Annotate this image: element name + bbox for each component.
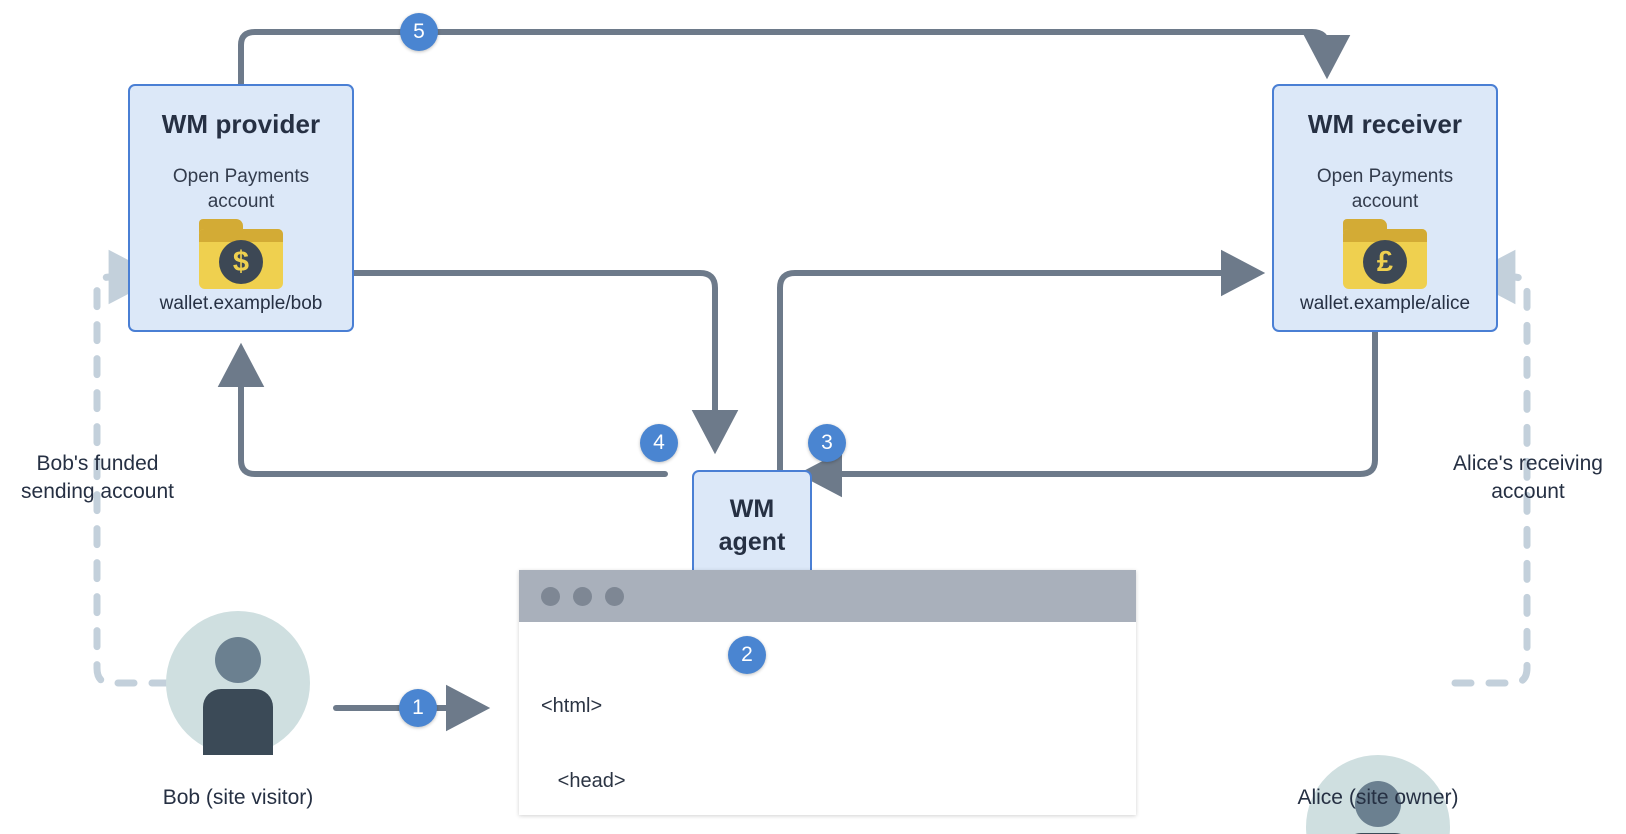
- step-badge-5: 5: [400, 13, 438, 51]
- bob-label: Bob (site visitor): [162, 786, 314, 809]
- bob-account-note: Bob's funded sending account: [0, 450, 195, 506]
- arrow-receiver-to-agent: [797, 322, 1378, 498]
- wm-agent-box[interactable]: WM agent: [692, 470, 812, 582]
- wm-receiver-title: WM receiver: [1307, 109, 1463, 139]
- wm-provider-box[interactable]: WM provider Open Payments account $ wall…: [128, 84, 354, 332]
- avatar-bob: [166, 611, 310, 755]
- step-badge-2: 2: [728, 636, 766, 674]
- avatar-head: [1355, 781, 1401, 827]
- folder-lip: [1343, 229, 1427, 242]
- alice-account-note: Alice's receiving account: [1430, 450, 1626, 506]
- step-badge-3: 3: [808, 424, 846, 462]
- wm-agent-label: WM agent: [719, 493, 786, 559]
- step-badge-1: 1: [399, 689, 437, 727]
- open-payments-folder-icon: $: [199, 219, 283, 289]
- wm-receiver-box[interactable]: WM receiver Open Payments account £ wall…: [1272, 84, 1498, 332]
- wm-provider-url: wallet.example/bob: [159, 293, 323, 314]
- code-line: <head>: [541, 770, 626, 792]
- alice-note-line2: account: [1491, 480, 1565, 503]
- wm-agent-label-line1: WM: [729, 495, 775, 523]
- alice-note-line1: Alice's receiving: [1453, 452, 1603, 475]
- arrow-step-3: [777, 249, 1266, 473]
- pound-coin-icon: £: [1363, 240, 1407, 284]
- code-line: <html>: [541, 695, 603, 717]
- wm-receiver-subtitle: Open Payments account: [1274, 164, 1496, 214]
- avatar-head: [215, 637, 261, 683]
- bob-note-line1: Bob's funded: [36, 452, 159, 475]
- dashed-alice-account: [1451, 249, 1531, 687]
- page-source-code: <html> <head> <link rel="monetization" h…: [519, 622, 1136, 834]
- avatar-torso: [203, 689, 273, 755]
- dollar-coin-icon: $: [219, 240, 263, 284]
- wm-agent-label-line2: agent: [718, 528, 786, 556]
- browser-dot-close-icon[interactable]: [541, 586, 560, 606]
- alice-label: Alice (site owner): [1297, 786, 1459, 809]
- wm-receiver-subtitle-line1: Open Payments: [1316, 166, 1454, 187]
- arrow-step-4: [285, 270, 739, 455]
- wm-provider-title: WM provider: [161, 109, 321, 139]
- arrow-agent-to-provider: [217, 342, 668, 477]
- wm-receiver-subtitle-line2: account: [1351, 191, 1419, 212]
- step-badge-4: 4: [640, 424, 678, 462]
- open-payments-folder-icon: £: [1343, 219, 1427, 289]
- dashed-bob-account: [93, 249, 172, 687]
- wm-provider-subtitle: Open Payments account: [130, 164, 352, 214]
- bob-note-line2: sending account: [21, 480, 174, 503]
- wm-provider-subtitle-line1: Open Payments: [172, 166, 310, 187]
- browser-window[interactable]: <html> <head> <link rel="monetization" h…: [519, 570, 1136, 815]
- folder-lip: [199, 229, 283, 242]
- browser-dot-minimize-icon[interactable]: [573, 586, 592, 606]
- wm-receiver-url: wallet.example/alice: [1299, 293, 1471, 314]
- browser-title-bar: [519, 570, 1136, 622]
- browser-dot-maximize-icon[interactable]: [605, 586, 624, 606]
- wm-provider-subtitle-line2: account: [207, 191, 275, 212]
- arrow-step-5: [238, 29, 1351, 87]
